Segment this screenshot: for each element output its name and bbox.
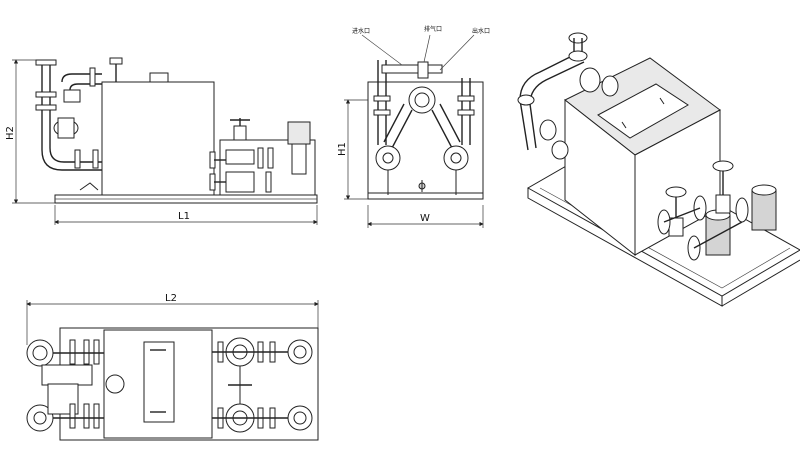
callout-outlet: 出水口 <box>472 27 490 35</box>
side-central-hub <box>408 86 436 114</box>
plan-view <box>26 327 319 441</box>
dim-h1-label: H1 <box>337 142 348 156</box>
front-view-dimensions: L1 H2 <box>5 59 318 225</box>
dim-h2-label: H2 <box>5 126 16 140</box>
plan-inlet-flange <box>26 339 54 367</box>
isometric-view <box>517 32 800 307</box>
front-pump-motor <box>287 121 311 145</box>
plan-view-dimensions: L2 <box>26 293 319 345</box>
dim-l1-label: L1 <box>178 211 190 222</box>
iso-gate-valve-handwheel-2 <box>665 186 687 198</box>
iso-gate-valve-handwheel-1 <box>712 160 734 172</box>
callout-inlet: 进水口 <box>352 27 370 35</box>
callout-vent: 排气口 <box>424 25 442 33</box>
side-pump-left <box>375 145 401 171</box>
front-view <box>35 57 318 204</box>
iso-pump-motor-1 <box>751 189 777 231</box>
plan-hatch <box>143 341 175 423</box>
iso-tank-hatch <box>597 83 689 139</box>
front-tank-lid <box>149 72 169 83</box>
dim-l2-label: L2 <box>165 293 177 304</box>
side-view: 进水口 排气口 出水口 <box>352 25 490 200</box>
side-pump-right <box>443 145 469 171</box>
front-tank <box>101 81 215 196</box>
side-view-dimensions: W H1 <box>337 99 484 228</box>
front-riser-pipe <box>41 65 102 171</box>
dim-w-label: W <box>420 213 430 224</box>
